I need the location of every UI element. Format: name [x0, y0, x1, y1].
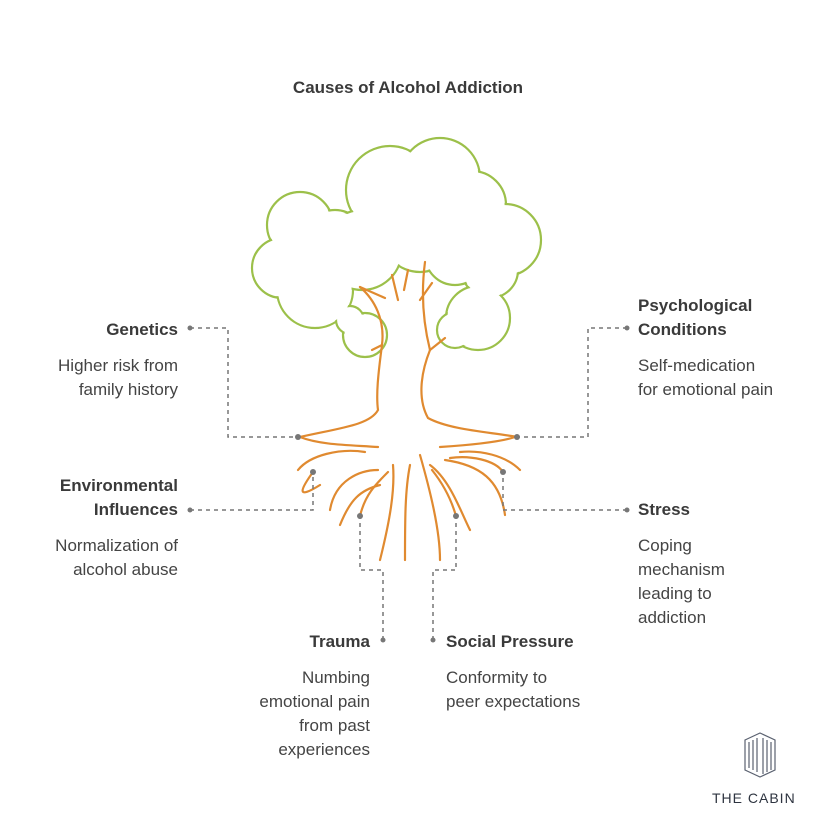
cause-title-line: Conditions — [638, 320, 727, 339]
canopy-lobe — [438, 313, 472, 347]
cause-title-line: Environmental — [59, 476, 178, 495]
cause-title-line: Trauma — [309, 632, 370, 651]
cause-title-line: Stress — [638, 500, 690, 519]
cause-description: Coping mechanism leading to addiction — [638, 534, 725, 630]
tree-canopy — [250, 136, 543, 359]
cause-description-line: addiction — [638, 608, 707, 627]
cause-description-line: Normalization of — [55, 536, 178, 555]
canopy-lobe — [337, 307, 363, 333]
cause-description-line: peer expectations — [446, 692, 581, 711]
cause-description-line: family history — [78, 380, 178, 399]
cause-title-line: Psychological — [638, 296, 753, 315]
cause-title-line: Social Pressure — [446, 632, 574, 651]
cause-description: Normalization of alcohol abuse — [55, 534, 178, 582]
cause-description-line: Self-medication — [638, 356, 756, 375]
cause-description: Conformity to peer expectations — [446, 666, 580, 714]
canopy-lobe — [323, 211, 401, 289]
cause-description-line: Conformity to — [446, 668, 548, 687]
cause-description: Numbing emotional pain from past experience… — [259, 666, 370, 762]
logo-text: THE CABIN — [712, 790, 796, 806]
cause-description-line: leading to — [638, 584, 712, 603]
cause-title: Genetics — [106, 318, 178, 342]
cause-title-line: Influences — [93, 500, 178, 519]
canopy-lobe — [426, 226, 484, 284]
cause-description-line: for emotional pain — [638, 380, 774, 399]
cause-description-line: emotional pain — [259, 692, 370, 711]
cause-title: Social Pressure — [446, 630, 574, 654]
cause-title: Stress — [638, 498, 690, 522]
tree-trunk-and-roots — [296, 260, 522, 562]
cause-description-line: mechanism — [638, 560, 725, 579]
cause-description-line: Coping — [638, 536, 692, 555]
cause-description-line: Higher risk from — [58, 356, 178, 375]
connector-dots — [187, 325, 630, 643]
the-cabin-logo-icon — [744, 732, 776, 778]
cause-description: Self-medication for emotional pain — [638, 354, 773, 402]
cause-description-line: alcohol abuse — [73, 560, 178, 579]
cause-description: Higher risk from family history — [58, 354, 178, 402]
diagram-title: Causes of Alcohol Addiction — [292, 78, 524, 97]
cause-description-line: experiences — [278, 740, 370, 759]
connector-lines — [190, 327, 627, 640]
cause-title-line: Genetics — [106, 320, 178, 339]
cause-description-line: Numbing — [301, 668, 370, 687]
cause-description-line: from past — [299, 716, 370, 735]
cause-title: Trauma — [310, 630, 370, 654]
